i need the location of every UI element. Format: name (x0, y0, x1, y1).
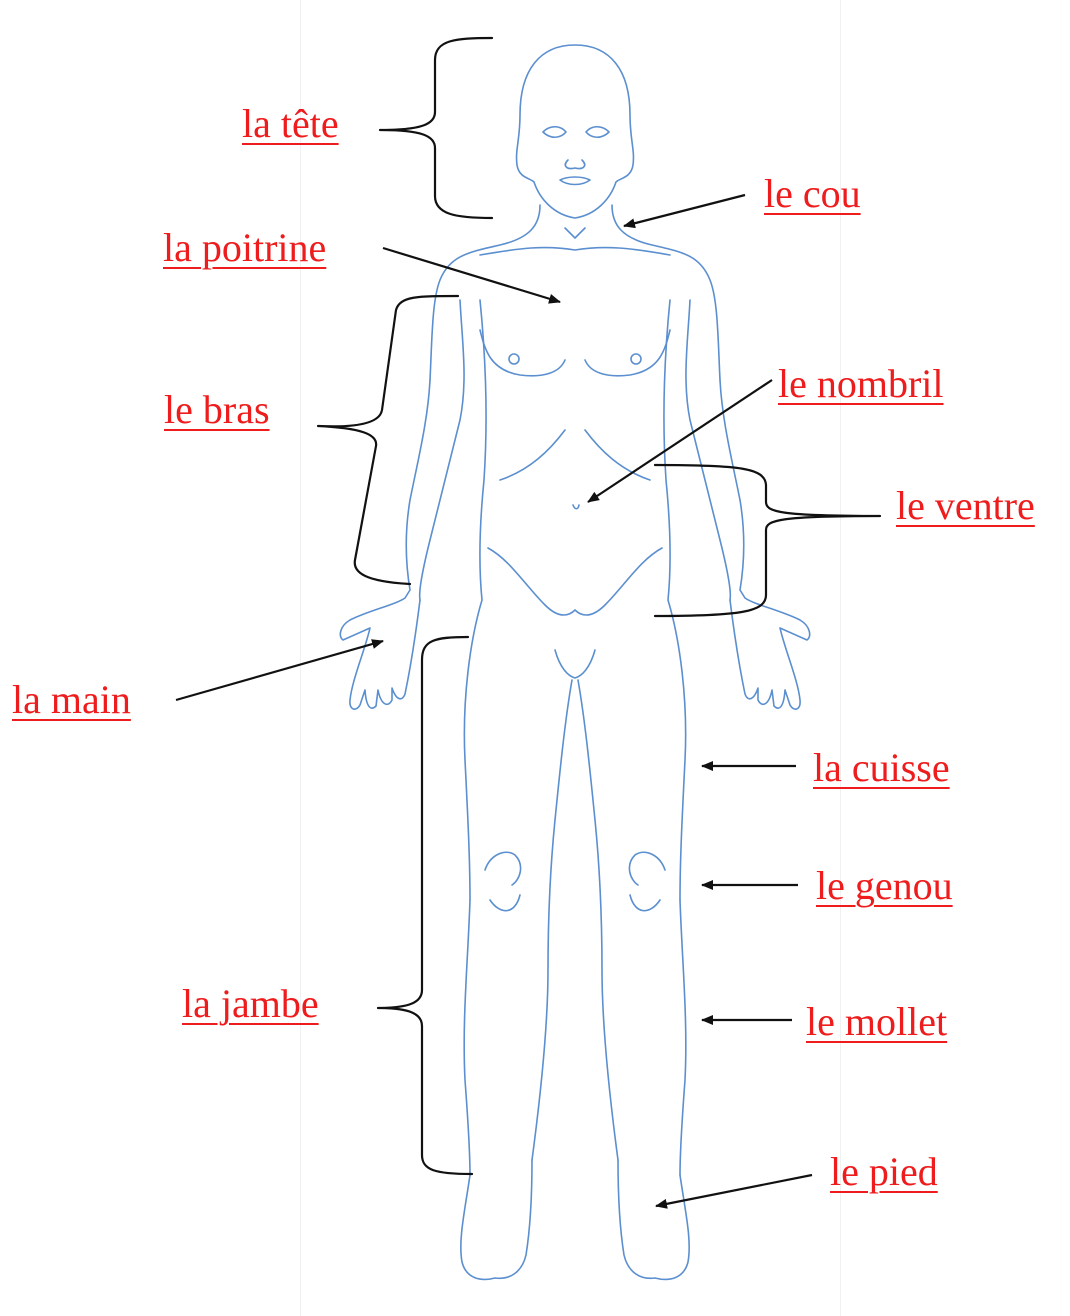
label-mollet: le mollet (806, 1002, 947, 1042)
label-bras: le bras (164, 390, 270, 430)
label-ventre: le ventre (896, 486, 1035, 526)
arrow-nombril (588, 380, 772, 502)
label-pied: le pied (830, 1152, 938, 1192)
arrow-cou (624, 195, 745, 226)
human-body-figure (340, 45, 809, 1279)
leg-bracket (378, 637, 472, 1174)
label-nombril: le nombril (778, 364, 944, 404)
label-genou: le genou (816, 866, 953, 906)
label-poitrine: la poitrine (163, 228, 326, 268)
arrow-pied (656, 1175, 812, 1206)
belly-bracket (655, 465, 880, 616)
arrow-poitrine (383, 248, 560, 302)
label-cou: le cou (764, 174, 861, 214)
label-main: la main (12, 680, 131, 720)
label-cuisse: la cuisse (813, 748, 950, 788)
head-bracket (380, 38, 492, 218)
label-jambe: la jambe (182, 984, 319, 1024)
label-tete: la tête (242, 104, 339, 144)
arm-bracket (318, 296, 458, 584)
